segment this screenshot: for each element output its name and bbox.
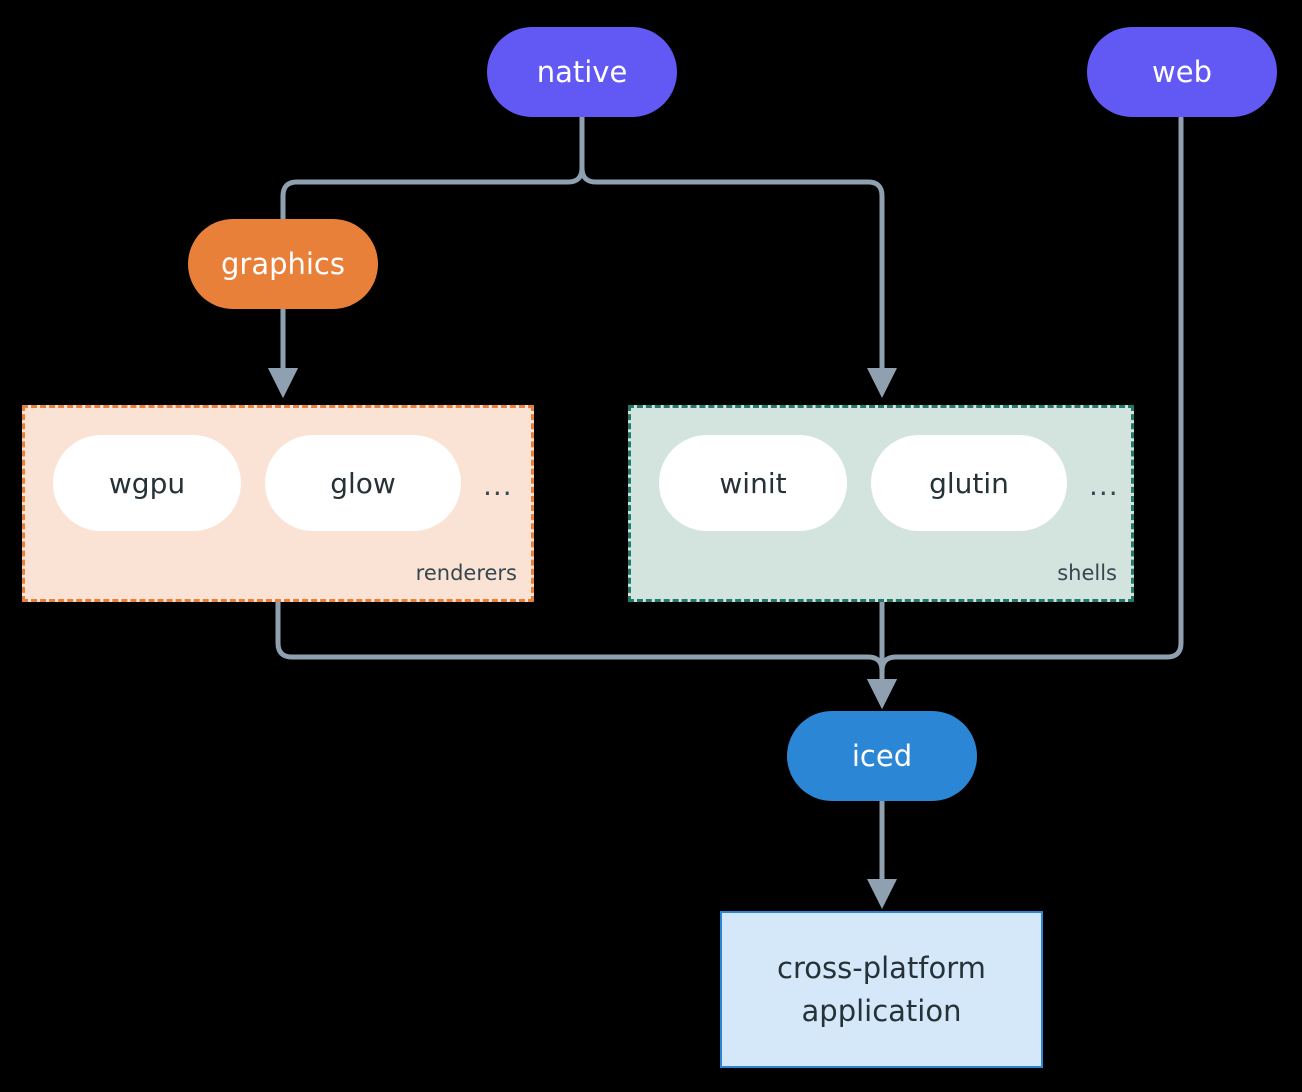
- shells-overflow-ellipsis: ...: [1089, 469, 1119, 502]
- node-graphics-label: graphics: [220, 247, 345, 281]
- leaf-glutin[interactable]: glutin: [871, 435, 1067, 531]
- group-renderers: wgpu glow ... renderers: [22, 405, 534, 602]
- leaf-glow-label: glow: [330, 466, 396, 500]
- node-application[interactable]: cross-platform application: [720, 911, 1043, 1068]
- leaf-winit-label: winit: [719, 466, 787, 500]
- group-shells-label: shells: [1057, 561, 1117, 585]
- node-web-label: web: [1152, 55, 1212, 89]
- node-graphics[interactable]: graphics: [188, 219, 378, 309]
- leaf-glutin-label: glutin: [929, 466, 1009, 500]
- group-renderers-label: renderers: [415, 561, 517, 585]
- leaf-glow[interactable]: glow: [265, 435, 461, 531]
- edge-renderers-to-iced: [275, 599, 897, 709]
- node-application-label-line1: cross-platform: [777, 951, 986, 986]
- leaf-wgpu-label: wgpu: [108, 466, 186, 500]
- edge-native-to-shells: [579, 115, 897, 398]
- node-iced[interactable]: iced: [787, 711, 977, 801]
- leaf-wgpu[interactable]: wgpu: [53, 435, 241, 531]
- node-native[interactable]: native: [487, 27, 677, 117]
- leaf-winit[interactable]: winit: [659, 435, 847, 531]
- renderers-overflow-ellipsis: ...: [483, 469, 513, 502]
- node-web[interactable]: web: [1087, 27, 1277, 117]
- node-native-label: native: [536, 55, 628, 89]
- node-iced-label: iced: [851, 739, 913, 773]
- group-shells: winit glutin ... shells: [628, 405, 1134, 602]
- node-application-label-line2: application: [801, 993, 962, 1028]
